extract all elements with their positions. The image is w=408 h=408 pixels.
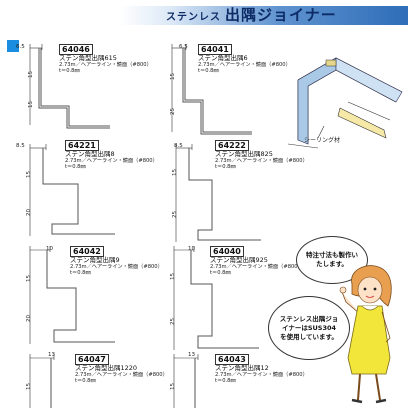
header-gradient-bar: [120, 6, 408, 25]
profile-drawing: [29, 144, 115, 236]
product-thickness: t＝0.8㎜: [215, 164, 236, 170]
page-header: ステンレス出隅ジョイナー: [120, 0, 408, 32]
title-prefix: ステンレス: [166, 12, 221, 23]
title-main: 出隅ジョイナー: [225, 6, 337, 24]
product-code: 64047: [75, 354, 109, 365]
profile-drawing: [29, 354, 55, 408]
top-dimension: 13: [188, 352, 195, 358]
top-dimension: 8.5: [174, 143, 183, 149]
profile-drawing: [173, 246, 259, 350]
product-name: ステン角型出隅925: [210, 256, 268, 264]
profile-drawing: [29, 44, 110, 129]
bubble-text: 特注寸法も製作いたします。: [306, 251, 358, 268]
product-name: ステン角型出隅9: [70, 256, 120, 264]
top-dimension: 10: [188, 246, 195, 252]
product-spec: 2.73m／ヘアーライン・鏡面（#800）: [198, 62, 291, 68]
product-code: 64040: [210, 246, 244, 257]
top-dimension: 8.5: [16, 143, 25, 149]
product-name: ステン角型出隅825: [215, 150, 273, 158]
product-thickness: t＝0.8㎜: [198, 68, 219, 74]
product-name: ステン角型出隅6: [198, 54, 248, 62]
product-spec: 2.73m／ヘアーライン・鏡面（#800）: [75, 372, 168, 378]
product-spec: 2.73m／ヘアーライン・鏡面（#800）: [215, 158, 308, 164]
section-marker-square: [7, 40, 19, 52]
product-thickness: t＝0.8㎜: [70, 270, 91, 276]
bubble-text: ステンレス出隅ジョイナーはSUS304を使用しています。: [279, 314, 339, 341]
product-thickness: t＝0.8㎜: [65, 164, 86, 170]
product-spec: 2.73m／ヘアーライン・鏡面（#800）: [65, 158, 158, 164]
product-code: 64222: [215, 140, 249, 151]
product-spec: 2.73m／ヘアーライン・鏡面（#800）: [210, 264, 303, 270]
top-dimension: 6.5: [179, 44, 188, 50]
product-spec: 2.73m／ヘアーライン・鏡面（#800）: [215, 372, 308, 378]
product-code: 64043: [215, 354, 249, 365]
sealing-label: シーリング材: [304, 137, 341, 144]
speech-bubble-bottom: ステンレス出隅ジョイナーはSUS304を使用しています。: [268, 296, 350, 360]
installation-sketch: [287, 57, 403, 149]
product-code: 64221: [65, 140, 99, 151]
product-name: ステン角型出隅8: [65, 150, 115, 158]
top-dimension: 13: [48, 352, 55, 358]
profile-drawing: [29, 246, 115, 344]
product-code: 64042: [70, 246, 104, 257]
profile-drawing: [171, 44, 252, 135]
product-name: ステン角型出隅12: [215, 364, 269, 372]
product-thickness: t＝0.8㎜: [75, 378, 96, 384]
page-title: ステンレス出隅ジョイナー: [166, 4, 337, 25]
product-name: ステン角型出隅615: [59, 54, 117, 62]
product-spec: 2.73m／ヘアーライン・鏡面（#800）: [59, 62, 152, 68]
profile-drawing: [175, 144, 261, 242]
product-thickness: t＝0.8㎜: [215, 378, 236, 384]
mascot-girl-illustration: [339, 265, 392, 404]
product-spec: 2.73m／ヘアーライン・鏡面（#800）: [70, 264, 163, 270]
top-dimension: 10: [46, 246, 53, 252]
product-thickness: t＝0.8㎜: [59, 68, 80, 74]
product-name: ステン角型出隅1220: [75, 364, 138, 372]
product-code: 64046: [59, 44, 93, 55]
product-code: 64041: [198, 44, 232, 55]
product-thickness: t＝0.8㎜: [210, 270, 231, 276]
top-dimension: 6.5: [16, 44, 25, 50]
profile-drawing: [173, 354, 199, 408]
